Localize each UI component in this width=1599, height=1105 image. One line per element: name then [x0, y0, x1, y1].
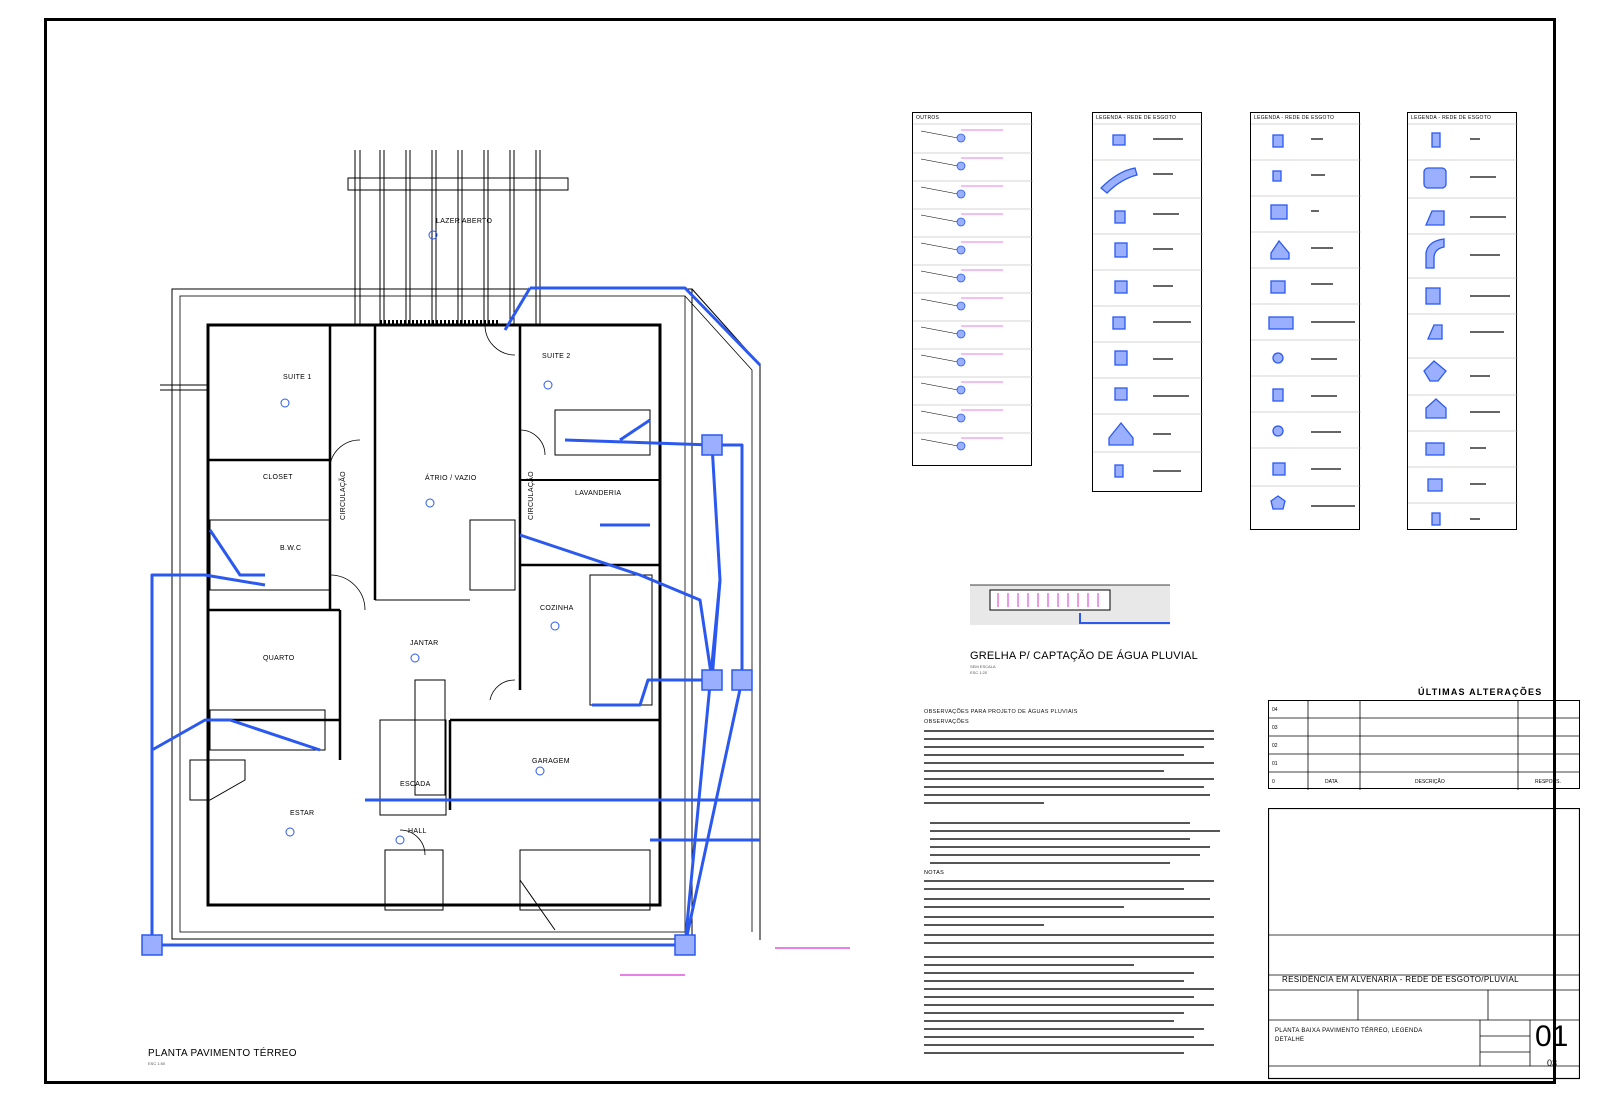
legend-outros: OUTROS	[912, 112, 1033, 466]
notes-notas-lines	[924, 880, 1214, 1054]
sheet-total: 03	[1547, 1058, 1558, 1068]
legend-esgoto-1-symbols	[1093, 123, 1203, 478]
room-label-escada: ESCADA	[400, 781, 431, 788]
rev-col-responsavel: RESPONS.	[1535, 779, 1561, 785]
room-label-estar: ESTAR	[290, 810, 315, 817]
legend-esgoto-3-title: LEGENDA - REDE DE ESGOTO	[1411, 115, 1492, 121]
legend-esgoto-1: LEGENDA - REDE DE ESGOTO	[1092, 112, 1203, 492]
rev-col-data: DATA	[1325, 779, 1338, 785]
rev-row-3: 02	[1272, 743, 1278, 749]
room-label-hall: HALL	[408, 828, 427, 835]
legend-esgoto-2-title: LEGENDA - REDE DE ESGOTO	[1254, 115, 1335, 121]
sheet-number: 01	[1535, 1020, 1569, 1053]
room-label-closet: CLOSET	[263, 474, 293, 481]
grelha-detail-title: GRELHA P/ CAPTAÇÃO DE ÁGUA PLUVIAL	[970, 650, 1198, 662]
title-block-frame	[1268, 808, 1580, 1080]
revisions-table	[1268, 700, 1580, 790]
rev-row-1: 04	[1272, 707, 1278, 713]
magenta-callouts	[620, 947, 850, 976]
ultimas-alteracoes-title: ÚLTIMAS ALTERAÇÕES	[1418, 687, 1543, 697]
room-label-atrio: ÁTRIO / VAZIO	[425, 475, 477, 482]
rev-col-descricao: DESCRIÇÃO	[1415, 779, 1445, 785]
legend-esgoto-1-title: LEGENDA - REDE DE ESGOTO	[1096, 115, 1177, 121]
room-label-lavanderia: LAVANDERIA	[575, 490, 622, 497]
room-label-cozinha: COZINHA	[540, 605, 574, 612]
grelha-detail-sub2: ESC 1:20	[970, 670, 988, 675]
drawing-title-line2: DETALHE	[1275, 1037, 1305, 1043]
plan-scale: ESC 1:50	[148, 1061, 166, 1066]
notes-observacoes: OBSERVAÇÕES	[924, 719, 969, 726]
room-label-bwc: B.W.C	[280, 545, 302, 552]
legend-outros-title: OUTROS	[916, 115, 940, 121]
room-label-circulacao-2: CIRCULAÇÃO	[528, 471, 535, 520]
room-level-markers	[280, 230, 560, 845]
room-label-jantar: JANTAR	[410, 640, 439, 647]
legend-esgoto-2: LEGENDA - REDE DE ESGOTO	[1250, 112, 1361, 530]
project-title: RESIDÊNCIA EM ALVENARIA - REDE DE ESGOTO…	[1282, 975, 1519, 984]
room-label-suite1: SUITE 1	[283, 374, 312, 381]
notes-heading: OBSERVAÇÕES PARA PROJETO DE ÁGUAS PLUVIA…	[924, 709, 1078, 715]
rev-row-5: 0	[1272, 779, 1275, 785]
notes-notas-heading: NOTAS	[924, 870, 945, 876]
room-label-garagem: GARAGEM	[532, 758, 570, 765]
plan-title: PLANTA PAVIMENTO TÉRREO	[148, 1048, 297, 1059]
notes-text-lines	[924, 729, 1220, 864]
legend-esgoto-3: LEGENDA - REDE DE ESGOTO	[1407, 112, 1518, 530]
room-label-suite2: SUITE 2	[542, 353, 571, 360]
rev-row-4: 01	[1272, 761, 1278, 767]
rev-row-2: 03	[1272, 725, 1278, 731]
legend-outros-rows	[913, 123, 1033, 451]
drawing-sheet-border	[44, 18, 1556, 1084]
pluvial-pipe-network	[150, 286, 762, 947]
room-label-quarto: QUARTO	[263, 655, 295, 662]
legend-esgoto-3-symbols	[1408, 123, 1518, 526]
notes-block: OBSERVAÇÕES PARA PROJETO DE ÁGUAS PLUVIA…	[924, 705, 1224, 1026]
room-label-circulacao-1: CIRCULAÇÃO	[340, 471, 347, 520]
grelha-detail-drawing	[970, 584, 1170, 625]
grelha-detail-sub1: SEM ESCALA	[970, 664, 996, 669]
room-label-lazer: LAZER ABERTO	[436, 218, 493, 225]
legend-esgoto-2-symbols	[1251, 123, 1361, 510]
drawing-title-line1: PLANTA BAIXA PAVIMENTO TÉRREO, LEGENDA	[1275, 1028, 1423, 1034]
pergola	[347, 150, 569, 325]
inspection-boxes	[141, 434, 753, 956]
